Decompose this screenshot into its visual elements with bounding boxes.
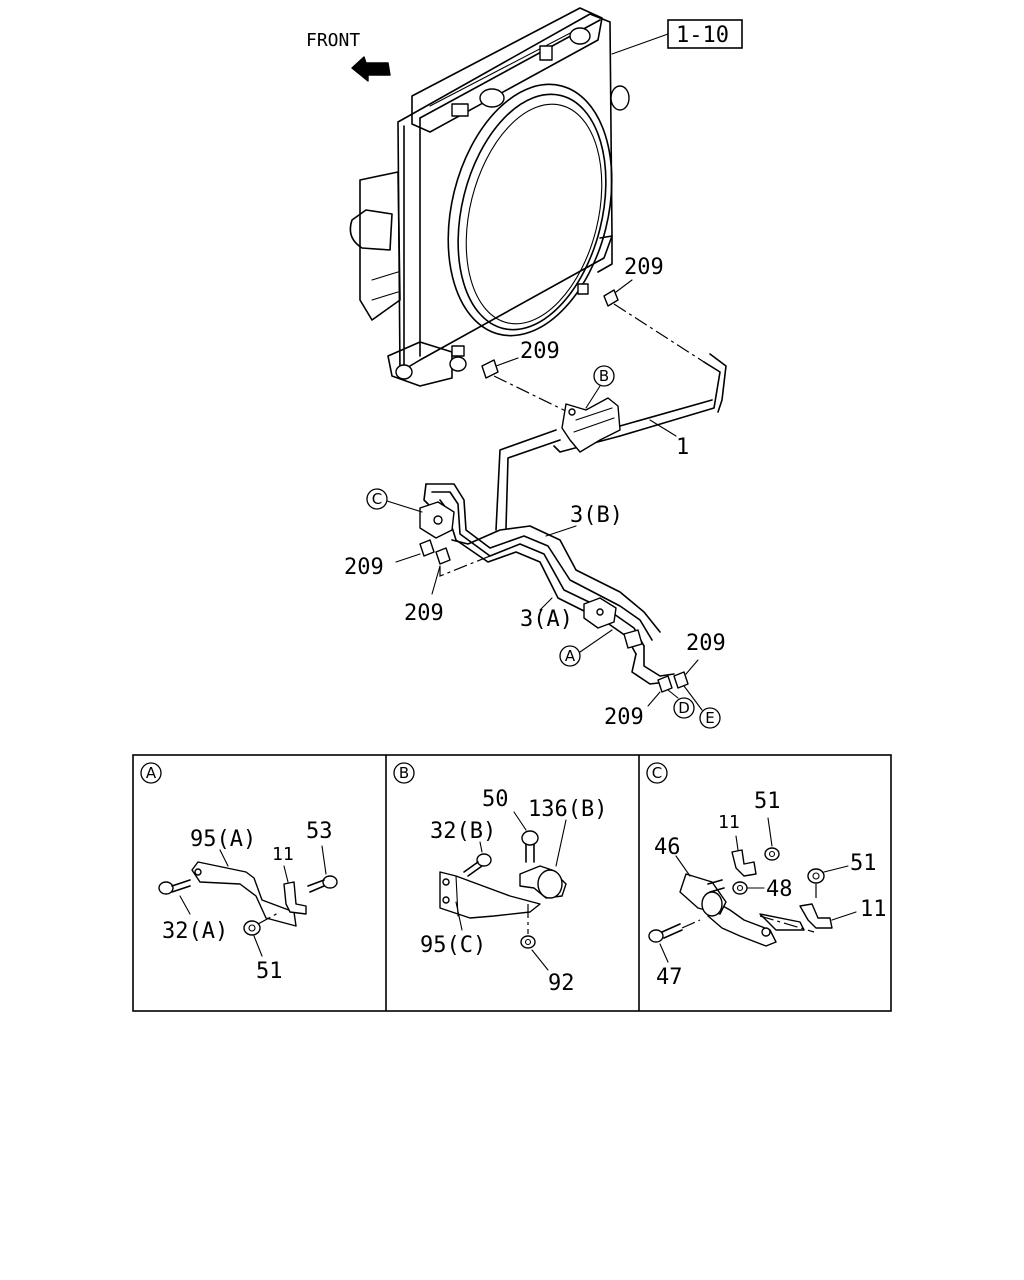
pipe-1: 1 — [495, 353, 727, 531]
detail-a-tag: A — [146, 764, 157, 782]
detail-b-callout-32b: 32(B) — [430, 819, 496, 844]
detail-c-callout-51-right: 51 — [850, 851, 877, 876]
clip-209-left: 209 209 — [344, 539, 501, 626]
detail-c: C 51 11 46 48 5 — [646, 762, 887, 990]
callout-209-middle: 209 — [520, 339, 560, 364]
marker-a-main: A — [559, 629, 613, 667]
front-indicator: FRONT — [306, 30, 391, 82]
detail-b-callout-92: 92 — [548, 971, 575, 996]
callout-3b: 3(B) — [570, 503, 623, 528]
marker-e: E — [683, 685, 721, 729]
detail-c-callout-11-right: 11 — [860, 897, 887, 922]
callout-209-right-lower: 209 — [604, 705, 644, 730]
detail-c-callout-51-upper: 51 — [754, 789, 781, 814]
callout-3a: 3(A) — [520, 607, 573, 632]
callout-209-upper: 209 — [624, 255, 664, 280]
clip-209-upper: 209 — [603, 255, 664, 307]
front-arrow-icon — [351, 56, 391, 82]
detail-a-callout-51: 51 — [256, 959, 283, 984]
reference-box-label: 1-10 — [676, 23, 729, 48]
detail-c-tag: C — [652, 764, 662, 782]
detail-c-callout-48: 48 — [766, 877, 793, 902]
detail-a-callout-53: 53 — [306, 819, 333, 844]
clip-209-right: 209 209 — [604, 631, 726, 730]
front-label: FRONT — [306, 30, 360, 51]
detail-b-callout-50: 50 — [482, 787, 509, 812]
reference-box: 1-10 — [611, 19, 743, 55]
centerline-middle — [493, 375, 577, 417]
detail-b: B 50 136(B) 32(B) 95(C) 92 — [393, 762, 607, 996]
detail-panels — [132, 754, 892, 1012]
callout-209-leftlow: 209 — [404, 601, 444, 626]
radiator-assembly — [349, 7, 630, 387]
marker-a-letter: A — [565, 647, 576, 665]
pipes-3: 3(B) 3(A) — [419, 483, 675, 685]
detail-b-callout-136b: 136(B) — [528, 797, 607, 822]
marker-e-letter: E — [705, 709, 714, 727]
marker-d-letter: D — [678, 699, 690, 717]
callout-1: 1 — [676, 435, 689, 460]
marker-b-main: B — [585, 365, 615, 409]
detail-c-callout-47: 47 — [656, 965, 683, 990]
detail-b-tag: B — [399, 764, 409, 782]
callout-209-right-upper: 209 — [686, 631, 726, 656]
detail-b-callout-95c: 95(C) — [420, 933, 486, 958]
detail-c-callout-46: 46 — [654, 835, 681, 860]
marker-c-main: C — [366, 488, 423, 513]
detail-c-callout-11-upper: 11 — [718, 812, 740, 833]
clip-209-middle: 209 — [481, 339, 560, 379]
detail-a-callout-95a: 95(A) — [190, 827, 256, 852]
detail-a-callout-11: 11 — [272, 844, 294, 865]
centerline-upper — [613, 303, 705, 363]
marker-c-letter: C — [372, 490, 382, 508]
callout-209-left: 209 — [344, 555, 384, 580]
detail-a: A 95(A) 53 11 32(A) 51 — [140, 762, 338, 984]
marker-b-letter: B — [599, 367, 609, 385]
marker-d: D — [667, 689, 695, 719]
detail-a-callout-32a: 32(A) — [162, 919, 228, 944]
